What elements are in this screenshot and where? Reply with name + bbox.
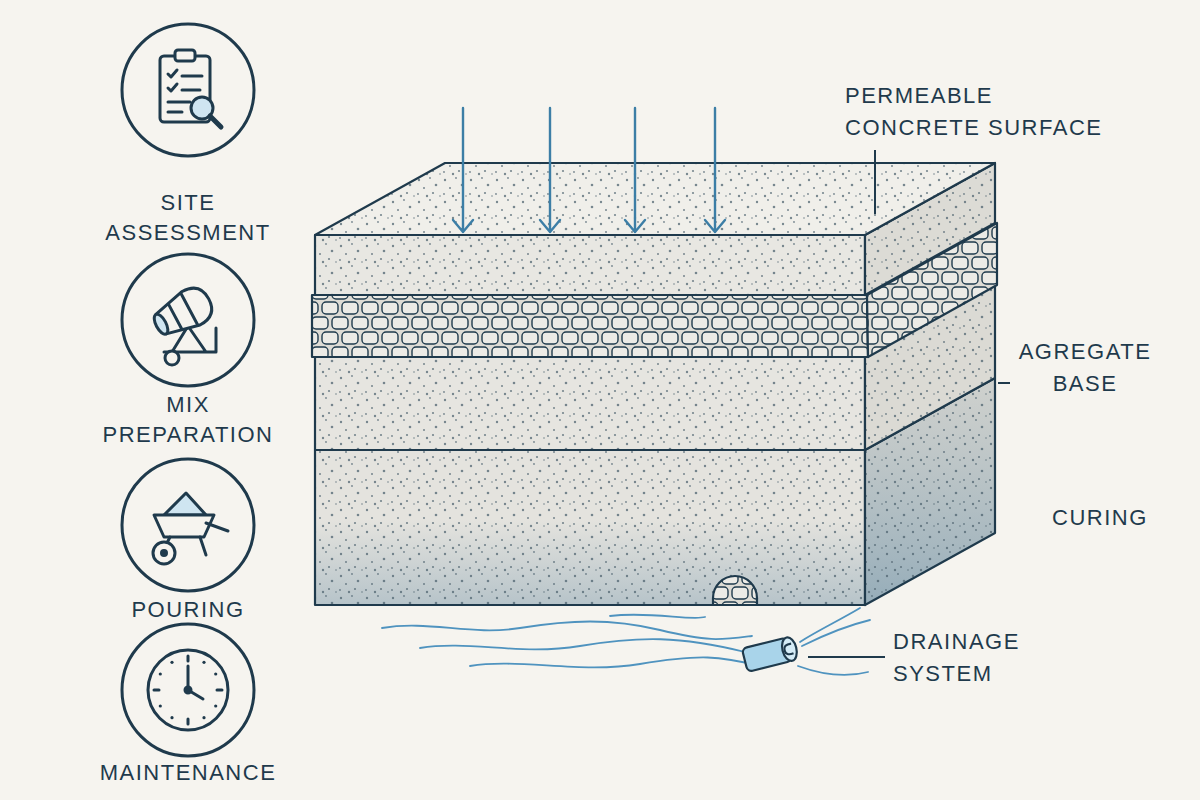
step-circle — [118, 250, 258, 390]
step-circle — [118, 620, 258, 760]
step-circle-outline — [122, 624, 254, 756]
mixer-drum — [152, 282, 218, 341]
pipe-end — [780, 636, 799, 663]
wheelbarrow-icon — [153, 493, 228, 564]
water-arrow — [453, 108, 473, 232]
magnifier-handle — [210, 116, 221, 127]
leader-line — [874, 150, 876, 214]
clock-center — [185, 687, 191, 693]
step-label: POURING — [93, 595, 283, 625]
water-line — [798, 666, 868, 675]
step-circle-outline — [122, 459, 254, 591]
slab-front — [315, 235, 865, 295]
water-line — [470, 657, 760, 667]
step-node: MIX PREPARATION — [93, 250, 283, 450]
slab-texture — [315, 163, 995, 235]
step-node: MAINTENANCE — [93, 620, 283, 788]
water-line — [382, 622, 752, 640]
pipe-opening — [783, 643, 793, 655]
wheelbarrow-hub — [162, 551, 167, 556]
layer-label: CURING — [1052, 502, 1182, 534]
step-label: SITE ASSESSMENT — [93, 188, 283, 248]
wheelbarrow-wheel — [153, 542, 175, 564]
step-circle — [118, 20, 258, 160]
clock-ticks — [154, 656, 222, 724]
clock-dots — [159, 661, 218, 720]
slab-texture — [315, 235, 865, 295]
water-flow — [382, 608, 870, 675]
water-line — [420, 639, 745, 652]
water-line — [802, 620, 870, 646]
step-node: POURING — [93, 455, 283, 625]
clipboard-icon — [160, 50, 221, 127]
water-arrow — [540, 108, 560, 232]
mixer-bands — [167, 293, 198, 332]
layer-label: AGREGATE BASE — [1005, 336, 1165, 400]
slab-top — [315, 163, 995, 235]
step-icons — [148, 50, 228, 730]
wheelbarrow-tub — [154, 515, 214, 537]
step-label: MIX PREPARATION — [93, 390, 283, 450]
water-line — [610, 615, 705, 618]
layer-front — [315, 450, 865, 605]
aggregate-front — [312, 295, 868, 357]
step-circle-outline — [122, 254, 254, 386]
step-circle-outline — [122, 24, 254, 156]
layer-label: PERMEABLE CONCRETE SURFACE — [845, 80, 1120, 144]
layer-texture — [315, 450, 865, 605]
step-node: SITE ASSESSMENT — [93, 20, 283, 248]
layer-texture — [315, 355, 865, 450]
mixer-icon — [148, 282, 218, 365]
water-arrow — [705, 108, 725, 232]
clipboard-clip — [175, 50, 195, 61]
rain-arrows — [453, 108, 725, 232]
leader-lines — [808, 150, 1010, 657]
drain-opening — [713, 576, 757, 605]
leader-line — [998, 382, 1010, 384]
clock-hands — [188, 666, 203, 699]
drain-pipe — [742, 636, 799, 672]
clock-face — [148, 650, 228, 730]
layer-shade — [315, 450, 865, 605]
wheelbarrow-load — [164, 493, 206, 515]
leader-line — [808, 656, 885, 658]
step-circle — [118, 455, 258, 595]
water-arrow — [625, 108, 645, 232]
clock-icon — [148, 650, 228, 730]
layer-front — [315, 355, 865, 450]
layer-label: DRAINAGE SYSTEM — [893, 626, 1063, 690]
surface-slab — [315, 163, 995, 295]
mixer-wheel — [165, 351, 179, 365]
mixer-mouth — [151, 312, 170, 336]
step-label: MAINTENANCE — [93, 758, 283, 788]
